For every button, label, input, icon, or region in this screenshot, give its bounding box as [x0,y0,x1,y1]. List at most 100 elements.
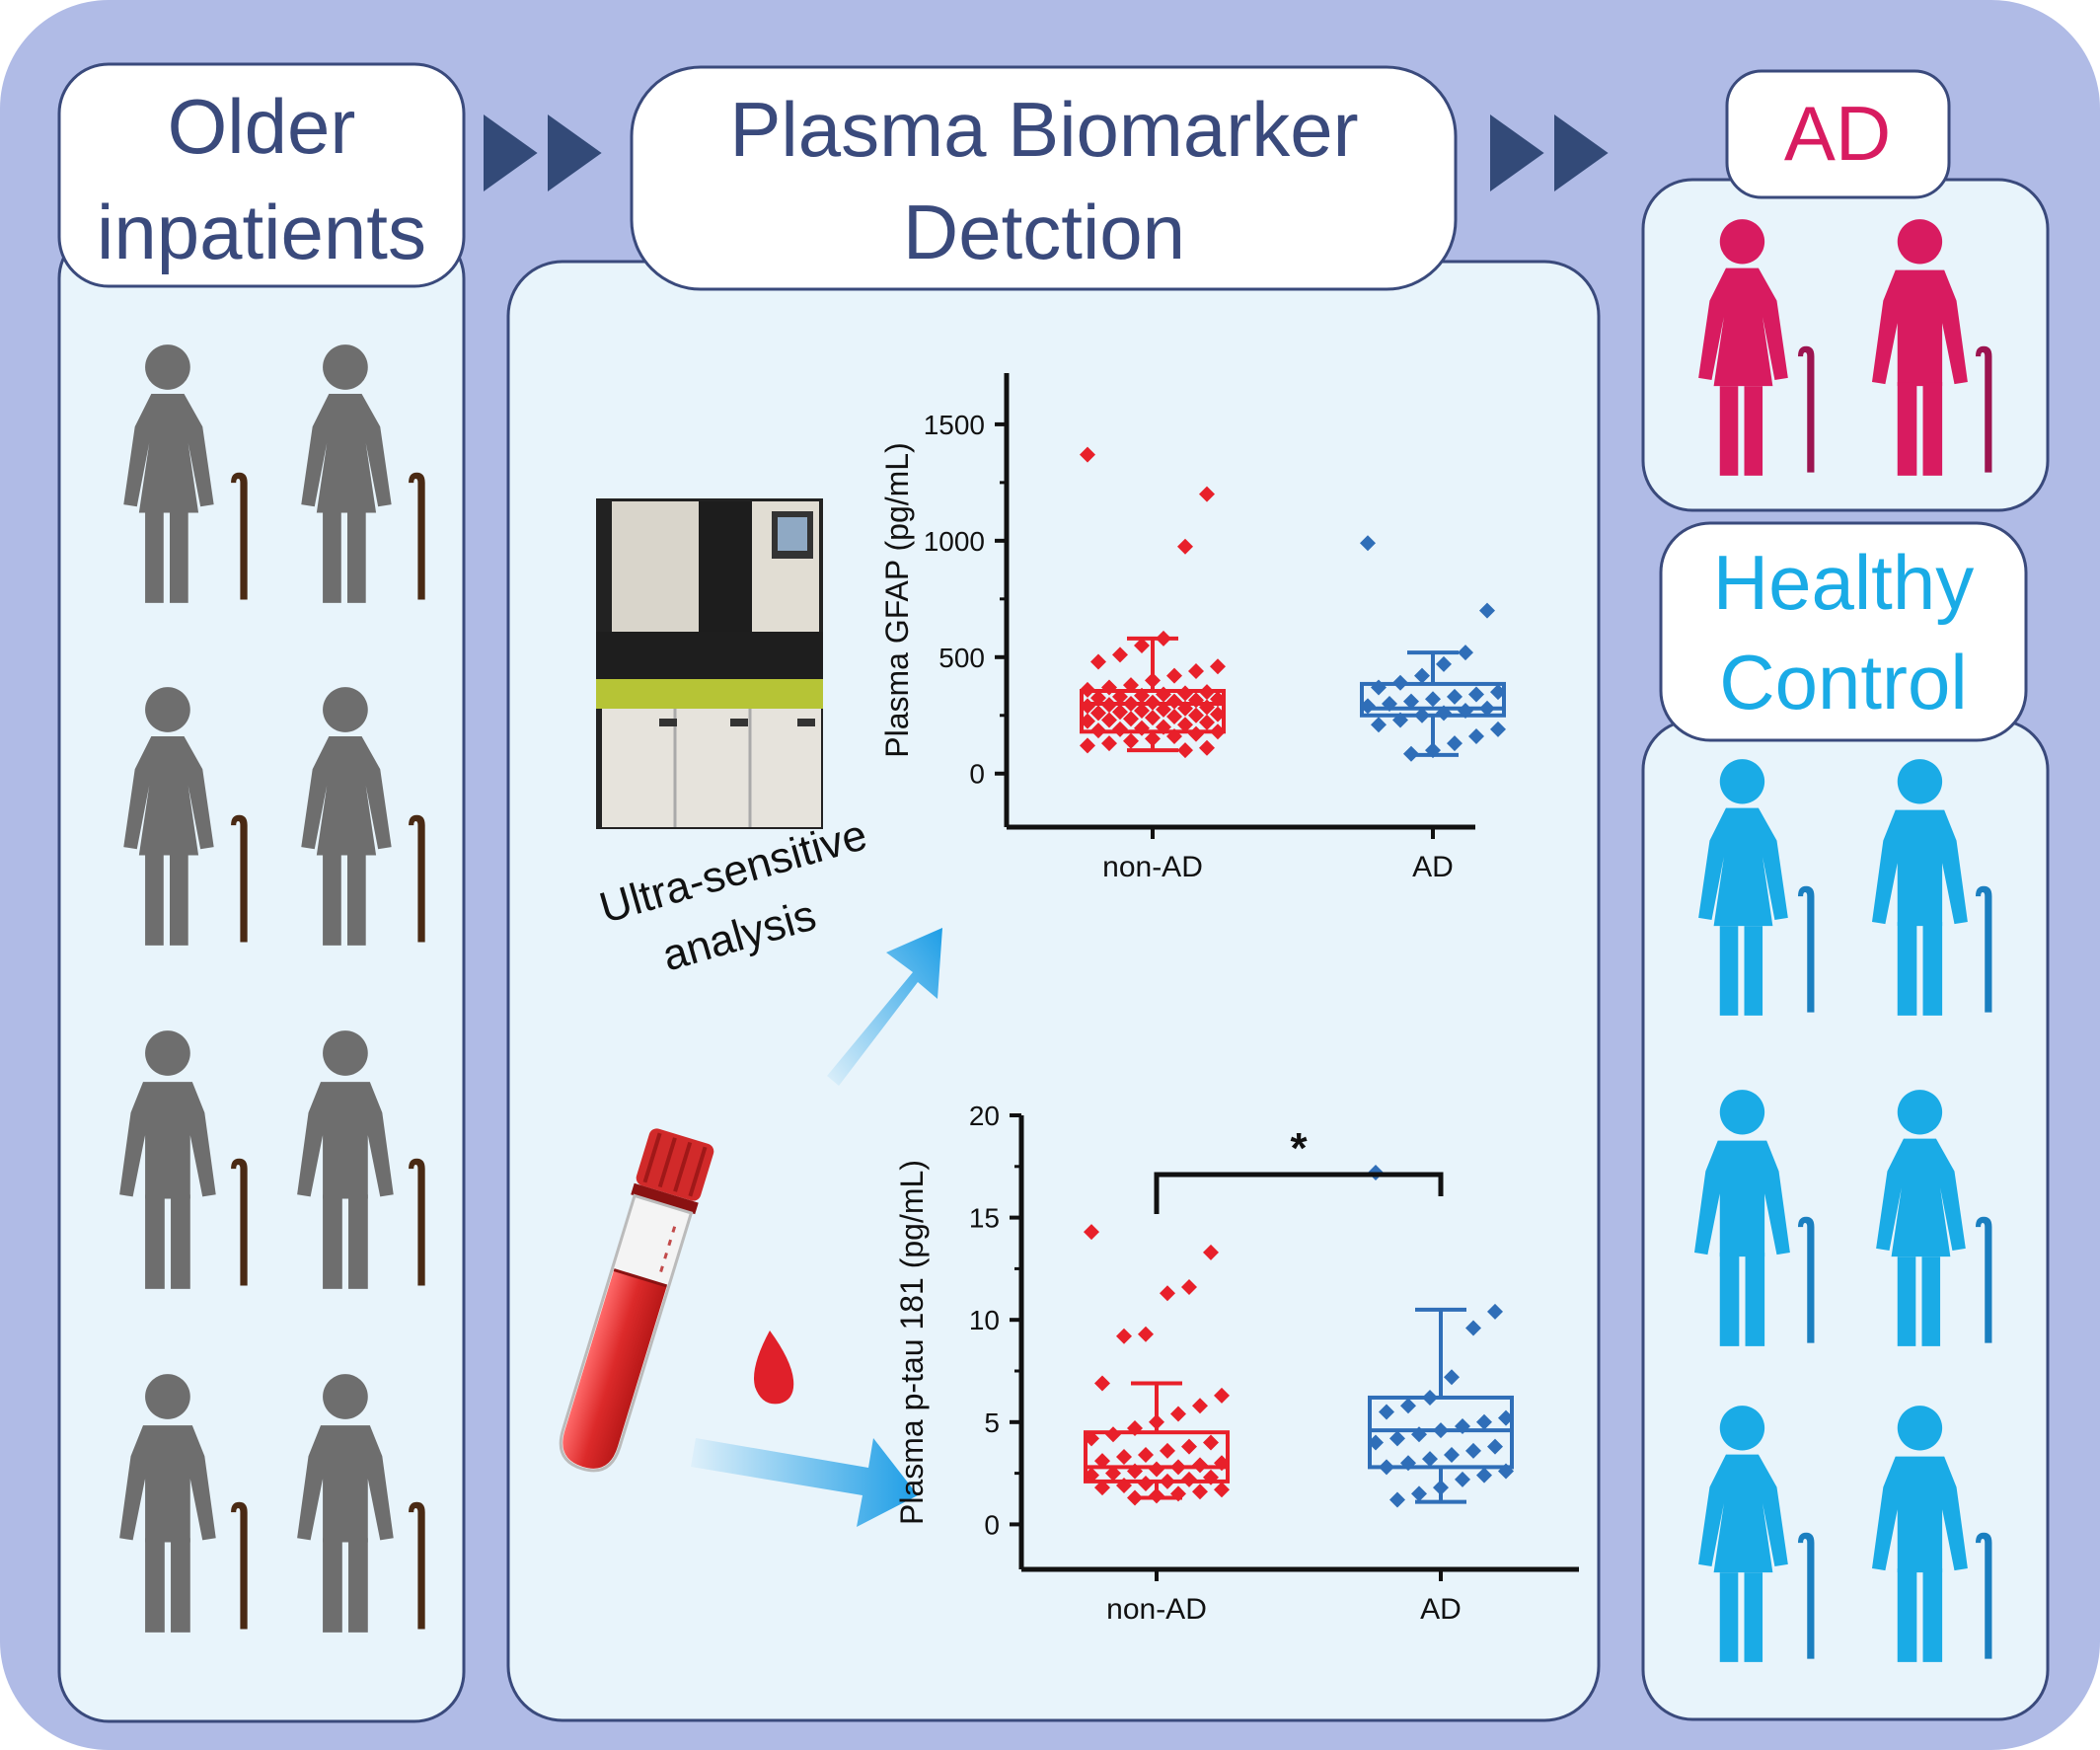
data-point [1101,712,1117,728]
data-point [1138,1446,1154,1463]
blood-drop-icon [754,1331,794,1405]
data-point [1094,1375,1110,1392]
y-tick-label: 500 [938,643,985,673]
data-point [1149,1461,1164,1478]
data-point [1112,688,1128,705]
data-point [1116,1328,1132,1344]
data-point [1080,681,1095,698]
x-tick-label: non-AD [1102,851,1203,883]
data-point [1145,730,1161,747]
data-point [1468,686,1484,703]
data-point [1160,1285,1175,1302]
data-point [1116,1478,1132,1494]
data-point [1411,1485,1427,1502]
data-point [1123,711,1139,727]
data-point [1080,698,1095,715]
data-point [1156,630,1171,647]
left-title-line2: inpatients [97,189,426,275]
data-point [1455,1471,1470,1487]
data-point [1389,1430,1405,1447]
data-point [1389,1491,1405,1508]
data-point [1084,1430,1099,1447]
y-tick-label: 5 [984,1408,1000,1438]
data-point [1214,1455,1230,1472]
data-point [1210,706,1226,723]
data-point [1188,707,1204,723]
data-point [1479,602,1495,619]
y-tick-label: 1000 [924,526,985,557]
data-point [1090,705,1106,722]
data-point [1433,1480,1449,1496]
data-point [1084,1224,1099,1241]
significance-bracket [1154,1172,1444,1214]
data-point [1414,667,1430,684]
data-point [1145,672,1161,689]
data-point [1400,1455,1416,1472]
data-point [1160,1442,1175,1459]
data-point [1425,691,1441,708]
data-point [1156,701,1171,718]
left-title-line1: Older [168,83,356,170]
data-point [1112,647,1128,663]
significance-label: * [1290,1124,1308,1173]
data-point [1498,1409,1514,1426]
data-point [1414,707,1430,723]
data-point [1199,699,1215,716]
data-point [1379,1459,1394,1476]
data-point [1188,725,1204,742]
data-point [1403,693,1419,710]
y-axis-label: Plasma GFAP (pg/mL) [879,442,915,758]
data-point [1127,1420,1143,1437]
data-point [1203,1469,1219,1485]
data-point [1422,1389,1438,1406]
ad-title-box [1725,69,1951,199]
y-tick-label: 10 [969,1305,1000,1335]
data-point [1160,1473,1175,1489]
y-tick-label: 0 [969,759,985,790]
data-point [1094,1453,1110,1470]
data-point [1436,705,1452,722]
data-point [1181,1471,1197,1487]
healthy-title-line2: Control [1719,639,1967,725]
data-point [1371,717,1387,733]
data-point [1490,684,1506,701]
data-point [1134,687,1150,704]
data-point [1368,1434,1384,1451]
data-point [1090,723,1106,739]
data-point [1188,692,1204,709]
data-point [1101,679,1117,696]
data-point [1476,1413,1492,1430]
data-point [1199,486,1215,502]
data-point [1127,1463,1143,1480]
data-point [1192,1398,1208,1414]
data-point [1127,1489,1143,1506]
data-point [1458,703,1473,720]
data-point [1177,685,1193,702]
y-axis-label: Plasma p-tau 181 (pg/mL) [894,1160,930,1525]
ad-title: AD [1784,90,1891,177]
data-point [1090,690,1106,707]
data-point [1170,1406,1186,1422]
data-point [1080,713,1095,729]
data-point [1444,1369,1460,1386]
data-point [1134,720,1150,736]
data-point [1433,1422,1449,1439]
data-point [1188,662,1204,679]
data-point [1177,700,1193,717]
data-point [1498,1463,1514,1480]
data-point [1145,710,1161,726]
data-point [1177,538,1193,555]
box [1084,1430,1230,1484]
data-point [1134,703,1150,720]
data-point [1192,1457,1208,1474]
data-point [1166,728,1182,744]
data-point [1455,1417,1470,1434]
data-point [1112,721,1128,737]
data-point [1149,1487,1164,1504]
data-point [1411,1426,1427,1443]
data-point [1379,1404,1394,1420]
data-point [1360,535,1376,552]
data-point [1479,700,1495,717]
data-point [1166,693,1182,710]
